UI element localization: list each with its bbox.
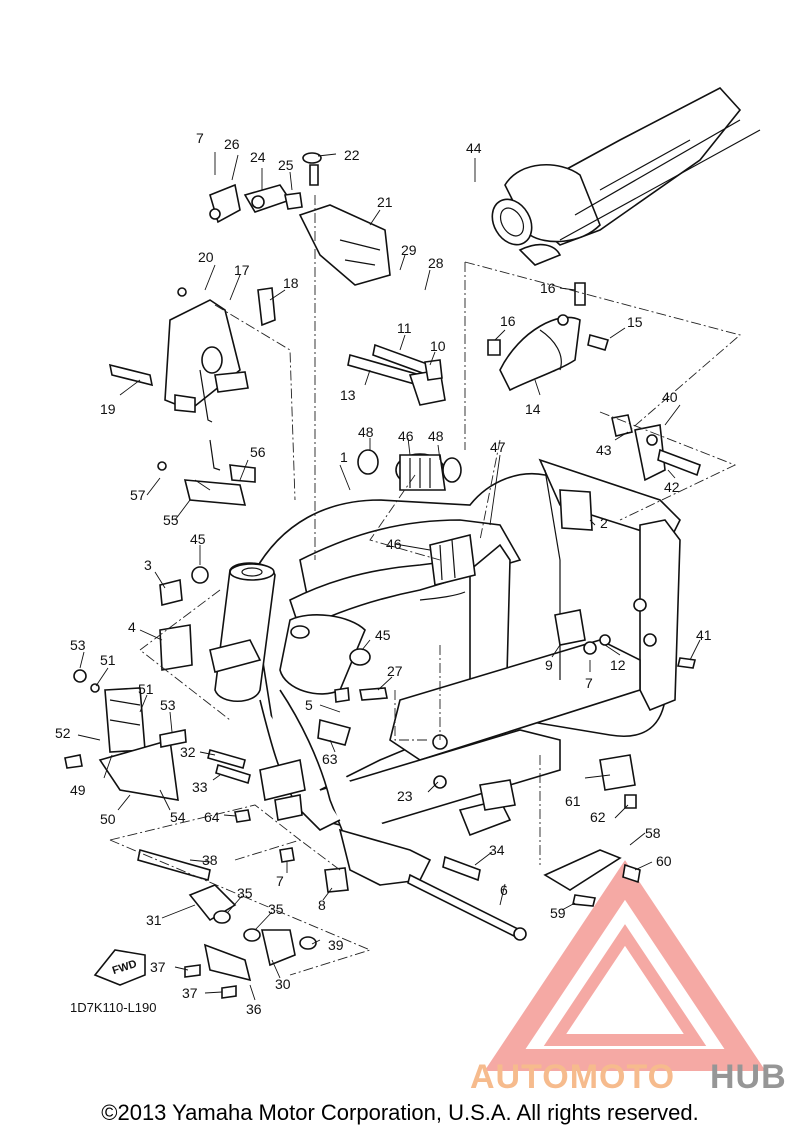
- callout-7b: 7: [585, 675, 593, 691]
- callout-43: 43: [596, 442, 612, 458]
- callout-51b: 51: [138, 681, 154, 697]
- callout-7a: 7: [196, 130, 204, 146]
- callout-18: 18: [283, 275, 299, 291]
- watermark-text-automoto: AUTOMOTO: [470, 1058, 675, 1096]
- callout-16a: 16: [540, 280, 556, 296]
- callout-4: 4: [128, 619, 136, 635]
- callout-44: 44: [466, 140, 482, 156]
- part-code: 1D7K110-L190: [70, 1000, 157, 1015]
- callout-50: 50: [100, 811, 116, 827]
- callout-22: 22: [344, 147, 360, 163]
- watermark-logo: AUTOMOTO HUB: [470, 860, 787, 1096]
- callout-30: 30: [275, 976, 291, 992]
- assembly-lines: [109, 195, 741, 976]
- callout-49: 49: [70, 782, 86, 798]
- lower-brackets: [137, 759, 349, 999]
- rear-bracket: [487, 282, 610, 392]
- fwd-arrow: FWD: [93, 949, 146, 986]
- callout-56: 56: [250, 444, 266, 460]
- callout-21: 21: [377, 194, 393, 210]
- callout-46a: 46: [398, 428, 414, 444]
- callout-24: 24: [250, 149, 266, 165]
- callout-53a: 53: [70, 637, 86, 653]
- callout-45a: 45: [190, 531, 206, 547]
- callout-46b: 46: [386, 536, 402, 552]
- bracket-right-40: [611, 414, 701, 482]
- dampers: [357, 449, 476, 586]
- leader-lines: [77, 152, 701, 1001]
- copyright-notice: ©2013 Yamaha Motor Corporation, U.S.A. A…: [101, 1100, 699, 1125]
- watermark-text-hub: HUB: [710, 1058, 787, 1096]
- callout-16b: 16: [500, 313, 516, 329]
- bolts-11-13: [347, 343, 446, 406]
- left-small-parts: [64, 566, 371, 801]
- callout-5: 5: [305, 697, 313, 713]
- callout-35b: 35: [268, 901, 284, 917]
- wire-holder: [157, 439, 256, 506]
- callout-64: 64: [204, 809, 220, 825]
- callout-62: 62: [590, 809, 606, 825]
- callout-58: 58: [645, 825, 661, 841]
- callout-60: 60: [656, 853, 672, 869]
- callout-57: 57: [130, 487, 146, 503]
- callout-45b: 45: [375, 627, 391, 643]
- callout-9: 9: [545, 657, 553, 673]
- callout-2: 2: [600, 515, 608, 531]
- steering-head: [209, 562, 366, 702]
- muffler: [491, 87, 761, 266]
- callout-42: 42: [664, 479, 680, 495]
- callout-7c: 7: [276, 873, 284, 889]
- callout-23: 23: [397, 788, 413, 804]
- callout-31: 31: [146, 912, 162, 928]
- callout-17: 17: [234, 262, 250, 278]
- callout-8: 8: [318, 897, 326, 913]
- callout-48a: 48: [358, 424, 374, 440]
- top-engine-bracket: [209, 152, 391, 286]
- callout-37a: 37: [150, 959, 166, 975]
- callout-48b: 48: [428, 428, 444, 444]
- callout-29: 29: [401, 242, 417, 258]
- callout-39: 39: [328, 937, 344, 953]
- callout-19: 19: [100, 401, 116, 417]
- callout-40: 40: [662, 389, 678, 405]
- callout-3: 3: [144, 557, 152, 573]
- callout-20: 20: [198, 249, 214, 265]
- callout-33: 33: [192, 779, 208, 795]
- callout-26: 26: [224, 136, 240, 152]
- callout-12: 12: [610, 657, 626, 673]
- callout-1: 1: [340, 449, 348, 465]
- callout-11: 11: [397, 320, 412, 336]
- callout-15: 15: [627, 314, 643, 330]
- callout-14: 14: [525, 401, 541, 417]
- callout-10: 10: [430, 338, 446, 354]
- callout-54: 54: [170, 809, 186, 825]
- bolts-32-33: [207, 687, 388, 823]
- callout-25: 25: [278, 157, 294, 173]
- callout-52: 52: [55, 725, 71, 741]
- callout-38: 38: [202, 852, 218, 868]
- callout-41: 41: [696, 627, 712, 643]
- callout-32: 32: [180, 744, 196, 760]
- callout-61: 61: [565, 793, 581, 809]
- callout-numbers: 1 2 3 4 5 6 7 7 7 8 9 10 11 12 13 14 15 …: [55, 130, 712, 1017]
- callout-51a: 51: [100, 652, 116, 668]
- callout-28: 28: [428, 255, 444, 271]
- callout-34: 34: [489, 842, 505, 858]
- callout-36: 36: [246, 1001, 262, 1017]
- callout-55: 55: [163, 512, 179, 528]
- callout-35a: 35: [237, 885, 253, 901]
- callout-59: 59: [550, 905, 566, 921]
- callout-13: 13: [340, 387, 356, 403]
- bracket-left: [108, 287, 276, 423]
- callout-37b: 37: [182, 985, 198, 1001]
- callout-63: 63: [322, 751, 338, 767]
- callout-53b: 53: [160, 697, 176, 713]
- callout-47: 47: [490, 439, 506, 455]
- callout-27: 27: [387, 663, 403, 679]
- callout-6: 6: [500, 882, 508, 898]
